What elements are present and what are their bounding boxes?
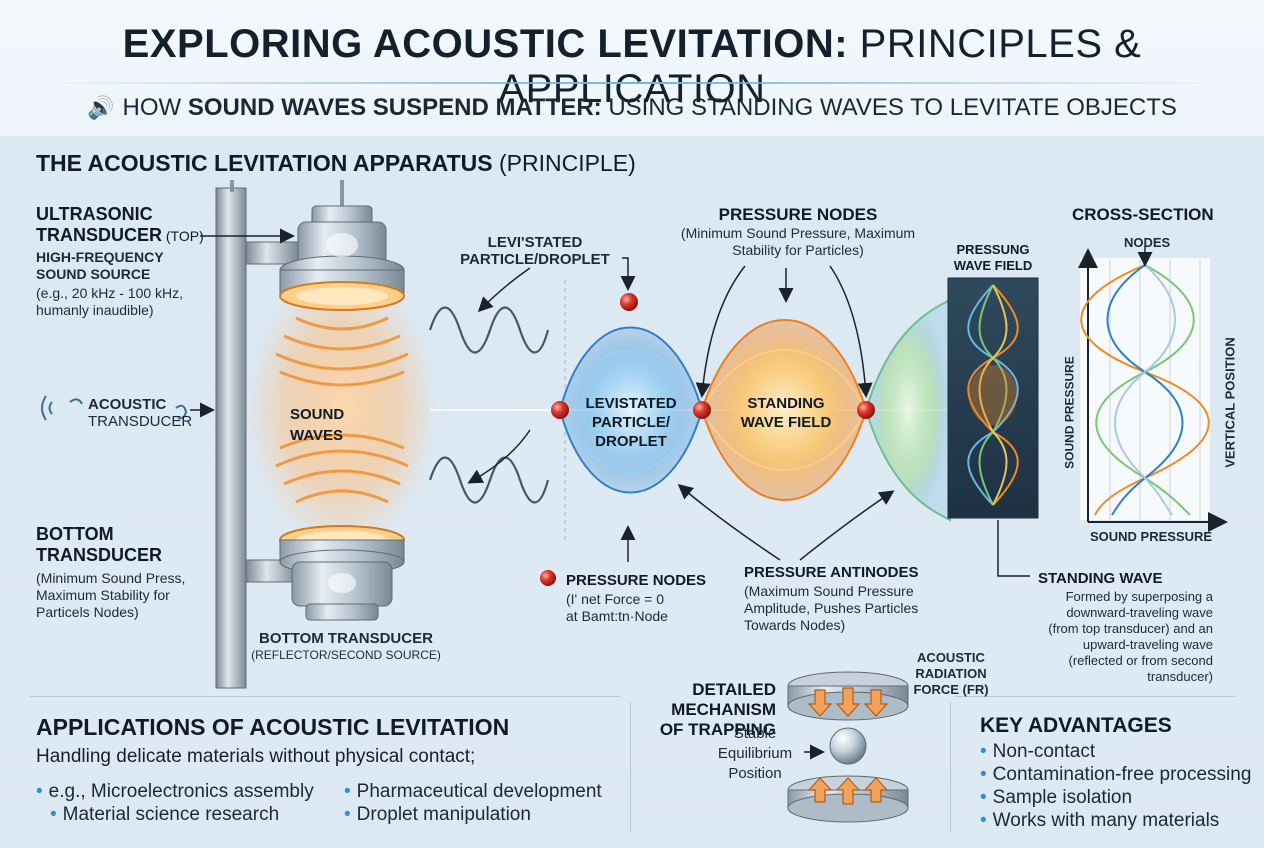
ear-icon <box>41 395 188 421</box>
sound-wave-arcs <box>275 316 409 504</box>
acoustic-transducer-label: ACOUSTIC TRANSDUCER <box>88 396 193 430</box>
top-arm <box>245 241 299 265</box>
bottom-transducer-graphic <box>279 525 405 621</box>
pressure-nodes-top-label: PRESSURE NODES (Minimum Sound Pressure, … <box>680 205 916 258</box>
pressung-wave-field-label: PRESSUNG WAVE FIELD <box>953 242 1033 273</box>
trapping-mechanism-graphic <box>787 671 909 823</box>
bottom-transducer-label: BOTTOM TRANSDUCER (Minimum Sound Press, … <box>36 524 186 620</box>
list-item: •e.g., Microelectronics assembly <box>36 781 314 802</box>
vertical-divider-2 <box>950 702 951 832</box>
applications-intro: Handling delicate materials without phys… <box>36 746 476 767</box>
title-divider <box>36 82 1228 84</box>
pressung-wave-panel <box>947 277 1039 519</box>
page-subtitle: 🔊HOW SOUND WAVES SUSPEND MATTER: USING S… <box>87 94 1177 121</box>
list-item: •Sample isolation <box>980 787 1133 808</box>
incoming-wave-bottom <box>428 456 550 504</box>
top-transducer-graphic <box>279 205 405 311</box>
apparatus-heading: THE ACOUSTIC LEVITATION APPARATUS (PRINC… <box>36 150 636 176</box>
list-item: •Droplet manipulation <box>344 804 531 825</box>
vertical-divider-1 <box>630 702 631 832</box>
advantages-title: KEY ADVANTAGES <box>980 714 1172 737</box>
page-title: EXPLORING ACOUSTIC LEVITATION: PRINCIPLE… <box>122 22 1142 111</box>
pressure-nodes-legend: PRESSURE NODES (I' net Force = 0 at Bamt… <box>566 572 707 624</box>
equilibrium-label: Stable Equilibrium Position <box>717 725 793 782</box>
cross-section-right-axis: VERTICAL POSITION <box>1222 337 1238 468</box>
applications-title: APPLICATIONS OF ACOUSTIC LEVITATION <box>36 714 510 740</box>
cross-section-y-axis: SOUND PRESSURE <box>1062 356 1077 469</box>
standing-wave-field-label: STANDING WAVE FIELD <box>740 395 832 431</box>
cross-section-title: CROSS-SECTION <box>1072 205 1214 224</box>
levitated-particle-top <box>620 293 638 311</box>
standing-wave-explanation: STANDING WAVE Formed by superposing a do… <box>1038 570 1213 684</box>
levitated-particle-top-label: LEVI'STATED PARTICLE/DROPLET <box>460 234 610 268</box>
list-item: •Contamination-free processing <box>980 764 1252 785</box>
standing-wave-lobes <box>558 298 951 522</box>
node-particle-3 <box>857 401 875 419</box>
radiation-force-label: ACOUSTIC RADIATION FORCE (FR) <box>913 650 989 697</box>
cross-section-nodes-label: NODES <box>1124 235 1171 250</box>
support-pole <box>215 187 247 689</box>
speaker-icon: 🔊 <box>87 95 115 120</box>
advantages-list: •Non-contact •Contamination-free process… <box>980 740 1251 832</box>
levitated-particle-center-label: LEVISTATED PARTICLE/ DROPLET <box>585 395 677 450</box>
applications-divider <box>30 696 620 697</box>
sound-waves-label: SOUND WAVES <box>290 406 345 444</box>
incoming-wave-top <box>428 306 550 354</box>
bottom-transducer-caption: BOTTOM TRANSDUCER (REFLECTOR/SECOND SOUR… <box>251 630 441 662</box>
list-item: •Material science research <box>50 804 280 825</box>
top-cable <box>340 180 344 208</box>
advantages-divider <box>955 696 1235 697</box>
cross-section-x-axis: SOUND PRESSURE <box>1090 529 1213 544</box>
pressure-antinodes-label: PRESSURE ANTINODES (Maximum Sound Pressu… <box>744 564 919 633</box>
legend-node-dot <box>540 570 556 586</box>
mechanism-title: DETAILED MECHANISM OF TRAPPING <box>659 680 776 739</box>
node-particle-2 <box>693 401 711 419</box>
node-particle-1 <box>551 401 569 419</box>
list-item: •Pharmaceutical development <box>344 781 602 802</box>
top-transducer-label: ULTRASONIC TRANSDUCER (TOP) HIGH-FREQUEN… <box>36 204 204 318</box>
applications-list-right: •Pharmaceutical development •Droplet man… <box>344 780 602 826</box>
applications-list-left: •e.g., Microelectronics assembly •Materi… <box>36 780 314 826</box>
list-item: •Works with many materials <box>980 810 1220 831</box>
list-item: •Non-contact <box>980 741 1096 762</box>
cross-section-chart <box>1078 246 1228 532</box>
